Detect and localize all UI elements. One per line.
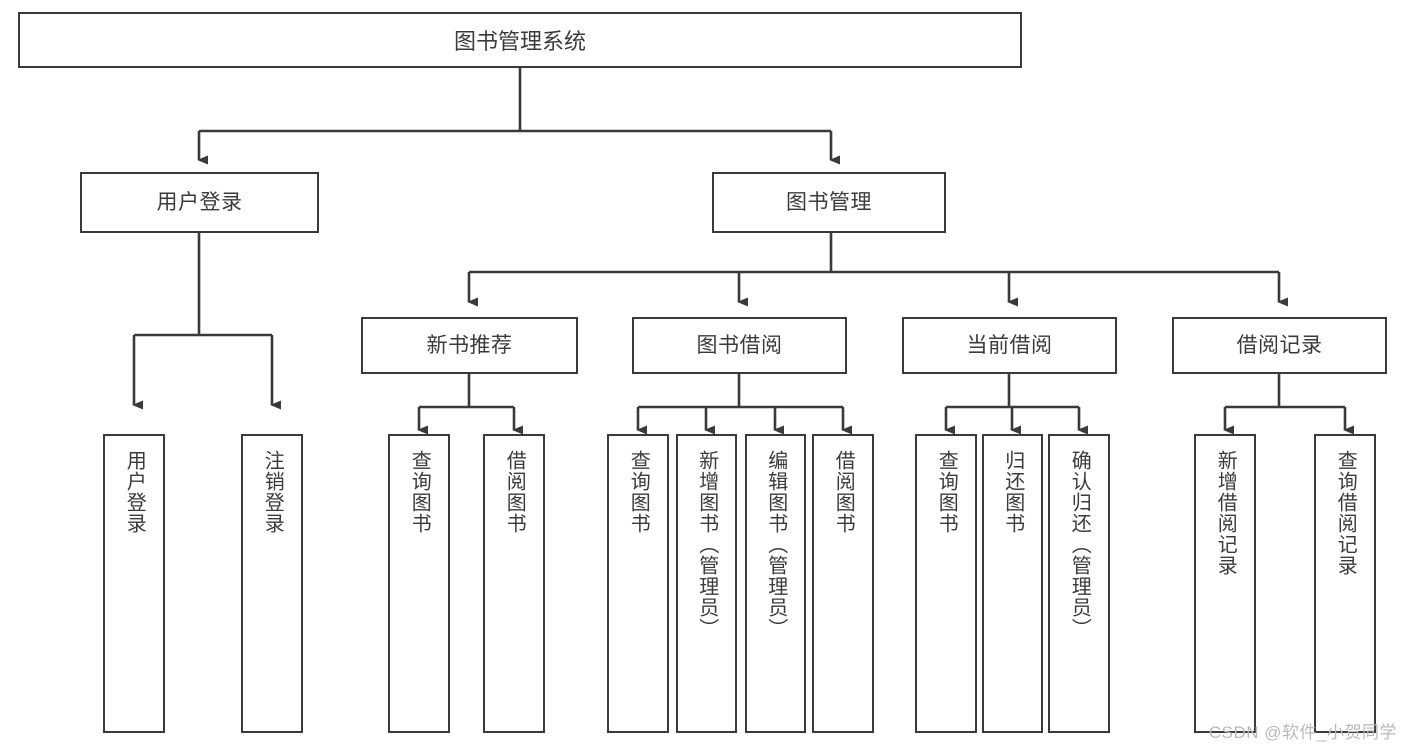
- node-book-management-label: 图书管理: [786, 190, 872, 214]
- node-root[interactable]: 图书管理系统: [18, 12, 1022, 68]
- leaf-query-book-1[interactable]: 查询图书: [388, 434, 450, 733]
- leaf-confirm-return-admin-label: 确认归还（管理员）: [1068, 450, 1091, 639]
- leaf-edit-book-admin[interactable]: 编辑图书（管理员）: [745, 434, 806, 733]
- node-borrow-record-label: 借阅记录: [1236, 333, 1323, 357]
- node-current-borrow-label: 当前借阅: [966, 333, 1053, 357]
- node-book-borrow[interactable]: 图书借阅: [632, 317, 847, 374]
- leaf-edit-book-admin-label: 编辑图书（管理员）: [764, 450, 787, 639]
- node-user-login[interactable]: 用户登录: [80, 172, 319, 233]
- node-new-book-recommend-label: 新书推荐: [426, 333, 513, 357]
- leaf-logout-login-label: 注销登录: [261, 450, 284, 534]
- node-user-login-label: 用户登录: [156, 190, 243, 214]
- leaf-return-book[interactable]: 归还图书: [982, 434, 1043, 733]
- leaf-add-book-admin[interactable]: 新增图书（管理员）: [676, 434, 737, 733]
- leaf-borrow-book-2[interactable]: 借阅图书: [812, 434, 874, 733]
- node-current-borrow[interactable]: 当前借阅: [902, 317, 1117, 374]
- leaf-add-borrow-record-label: 新增借阅记录: [1214, 450, 1237, 576]
- leaf-query-book-1-label: 查询图书: [408, 450, 431, 534]
- leaf-user-login[interactable]: 用户登录: [103, 434, 165, 733]
- leaf-query-book-3-label: 查询图书: [935, 450, 958, 534]
- leaf-query-borrow-record-label: 查询借阅记录: [1334, 450, 1357, 576]
- leaf-add-book-admin-label: 新增图书（管理员）: [695, 450, 718, 639]
- node-borrow-record[interactable]: 借阅记录: [1172, 317, 1387, 374]
- node-new-book-recommend[interactable]: 新书推荐: [361, 317, 578, 374]
- leaf-borrow-book-1[interactable]: 借阅图书: [483, 434, 545, 733]
- leaf-user-login-label: 用户登录: [123, 450, 146, 534]
- leaf-query-book-2[interactable]: 查询图书: [607, 434, 669, 733]
- leaf-confirm-return-admin[interactable]: 确认归还（管理员）: [1048, 434, 1110, 733]
- leaf-query-borrow-record[interactable]: 查询借阅记录: [1314, 434, 1376, 733]
- leaf-borrow-book-1-label: 借阅图书: [503, 450, 526, 534]
- leaf-query-book-3[interactable]: 查询图书: [915, 434, 977, 733]
- node-book-borrow-label: 图书借阅: [696, 333, 783, 357]
- node-root-label: 图书管理系统: [453, 29, 586, 54]
- leaf-logout-login[interactable]: 注销登录: [241, 434, 303, 733]
- node-book-management[interactable]: 图书管理: [712, 172, 946, 233]
- leaf-return-book-label: 归还图书: [1001, 450, 1024, 534]
- leaf-borrow-book-2-label: 借阅图书: [832, 450, 855, 534]
- watermark: CSDN @软件_小贺同学: [1208, 723, 1397, 742]
- leaf-add-borrow-record[interactable]: 新增借阅记录: [1194, 434, 1256, 733]
- leaf-query-book-2-label: 查询图书: [627, 450, 650, 534]
